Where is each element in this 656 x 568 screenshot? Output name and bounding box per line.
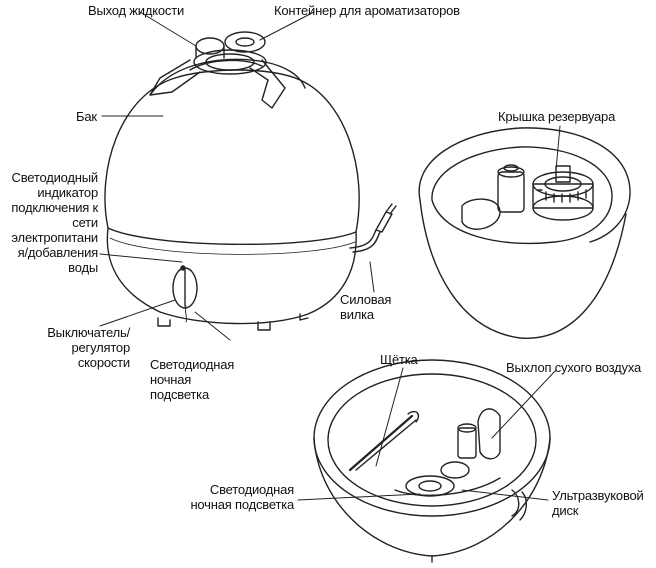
label-tank: Бак — [76, 109, 97, 124]
label-ultrasonic-disc: Ультразвуковой диск — [552, 488, 644, 518]
label-dry-air-outlet: Выхлоп сухого воздуха — [506, 360, 641, 375]
label-reservoir-cap: Крышка резервуара — [498, 109, 615, 124]
label-liquid-outlet: Выход жидкости — [88, 3, 184, 18]
label-led-indicator: Светодиодный индикатор подключения к сет… — [0, 170, 98, 275]
label-switch-regulator: Выключатель/ регулятор скорости — [20, 325, 130, 370]
label-night-light-front: Светодиодная ночная подсветка — [150, 357, 234, 402]
label-power-plug: Силовая вилка — [340, 292, 391, 322]
humidifier-base — [314, 360, 550, 562]
label-brush: Щётка — [380, 352, 418, 367]
label-night-light-base: Светодиодная ночная подсветка — [176, 482, 294, 512]
label-aroma-container: Контейнер для ароматизаторов — [274, 3, 460, 18]
reservoir-tank — [419, 128, 630, 338]
humidifier-body — [105, 32, 396, 330]
